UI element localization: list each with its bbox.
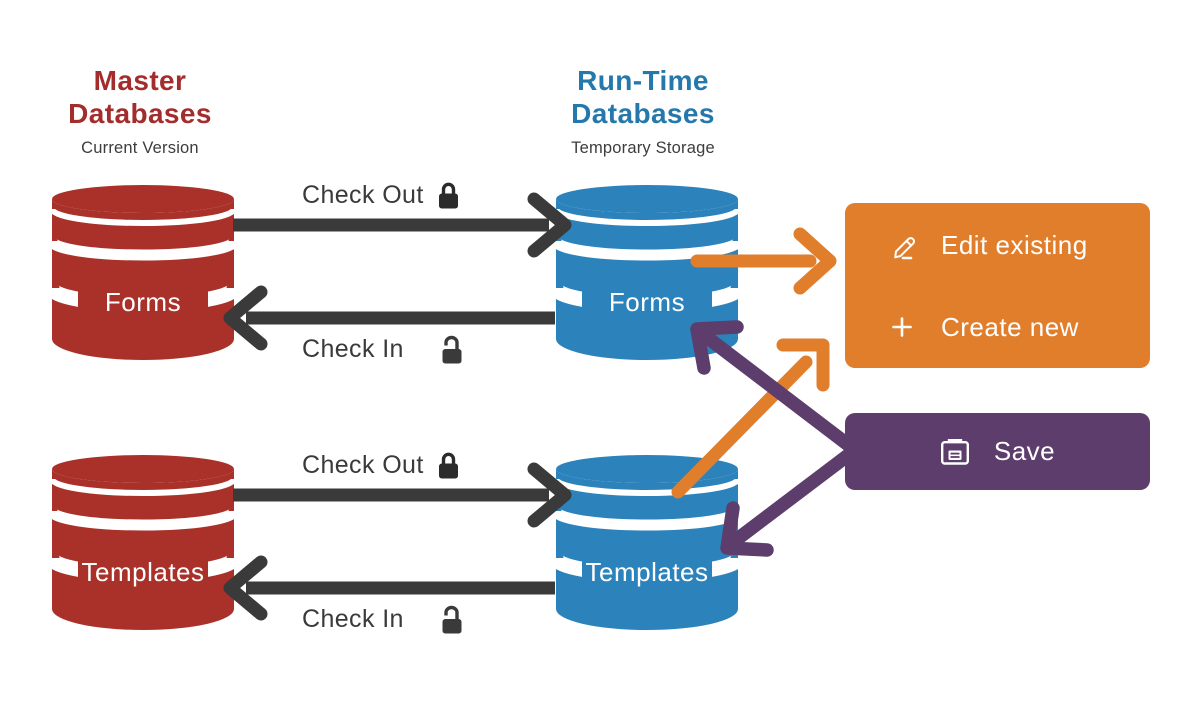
edit-create-box: Edit existing Create new	[845, 203, 1150, 368]
save-box: Save	[845, 413, 1150, 490]
save-to-templates-arrow	[729, 446, 858, 547]
create-new-label: Create new	[941, 311, 1079, 342]
unlocked-padlock-icon	[442, 605, 462, 634]
pencil-icon	[889, 230, 923, 260]
forms-to-edit-arrowhead	[793, 227, 837, 295]
master-templates-label: Templates	[82, 557, 205, 587]
forms-check-out-text: Check Out	[302, 181, 424, 209]
runtime-forms-database-icon: Forms	[552, 185, 742, 360]
unlocked-padlock-icon	[442, 335, 462, 364]
templates-check-in-arrowhead	[223, 555, 268, 621]
runtime-templates-label: Templates	[586, 557, 709, 587]
master-forms-database-icon: Forms	[48, 185, 238, 360]
save-to-forms-arrowhead	[690, 320, 744, 375]
master-header-subtitle: Current Version	[81, 139, 199, 157]
templates-to-edit-arrow	[671, 355, 813, 499]
templates-check-out-label: Check Out	[302, 450, 461, 481]
runtime-header-line1: Run-Time	[577, 65, 709, 96]
master-header-line1: Master	[93, 65, 187, 96]
forms-check-in-label: Check In	[302, 334, 464, 365]
templates-check-in-label: Check In	[302, 604, 464, 635]
runtime-forms-label: Forms	[609, 287, 685, 317]
edit-arrows	[671, 227, 837, 499]
plus-icon	[889, 314, 923, 340]
templates-check-out-text: Check Out	[302, 451, 424, 479]
runtime-databases-header: Run-Time Databases Temporary Storage	[513, 64, 773, 158]
save-to-templates-arrowhead	[720, 501, 774, 557]
forms-check-out-label: Check Out	[302, 180, 461, 211]
save-to-forms-arrow	[701, 331, 858, 454]
templates-check-in-text: Check In	[302, 605, 404, 633]
templates-to-edit-arrowhead	[776, 338, 830, 392]
floppy-disk-icon	[940, 438, 970, 466]
forms-check-out-arrowhead	[527, 192, 572, 258]
forms-check-in-arrowhead	[223, 285, 268, 351]
edit-existing-label: Edit existing	[941, 229, 1088, 260]
create-new-action: Create new	[889, 299, 1150, 355]
save-action: Save	[940, 436, 1055, 467]
check-arrows	[223, 192, 572, 621]
runtime-header-line2: Databases	[571, 98, 715, 129]
save-label: Save	[993, 436, 1056, 466]
templates-check-out-arrowhead	[527, 462, 572, 528]
edit-existing-action: Edit existing	[889, 217, 1150, 273]
locked-padlock-icon	[438, 452, 458, 479]
forms-check-in-text: Check In	[302, 335, 404, 363]
save-arrows	[690, 320, 858, 557]
master-forms-label: Forms	[105, 287, 181, 317]
master-header-line2: Databases	[68, 98, 212, 129]
master-templates-database-icon: Templates	[48, 455, 238, 630]
runtime-header-subtitle: Temporary Storage	[571, 139, 715, 157]
master-databases-header: Master Databases Current Version	[10, 64, 270, 158]
locked-padlock-icon	[438, 182, 458, 209]
